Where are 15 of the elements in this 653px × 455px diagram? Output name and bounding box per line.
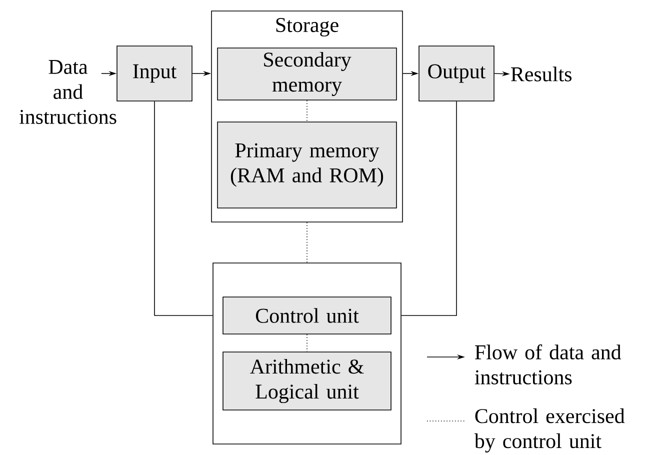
unit-box: Arithmetic & Logical unit — [222, 352, 392, 410]
process-box: Input — [116, 46, 192, 102]
connector-line — [401, 101, 457, 316]
dotted-line — [306, 334, 308, 352]
memory-box: Primary memory (RAM and ROM) — [217, 122, 397, 208]
unit-box: Control unit — [222, 296, 392, 334]
dotted-line — [306, 222, 308, 263]
connector-line — [154, 101, 213, 316]
memory-box: Secondary memory — [217, 48, 397, 100]
process-box: Output — [418, 46, 494, 102]
input-label: Data and instructions — [19, 60, 116, 124]
output-label: Results — [511, 66, 572, 82]
legend-text: Control exercised by control unit — [474, 408, 625, 452]
dotted-line — [306, 100, 308, 122]
legend-text: Flow of data and instructions — [474, 344, 622, 384]
